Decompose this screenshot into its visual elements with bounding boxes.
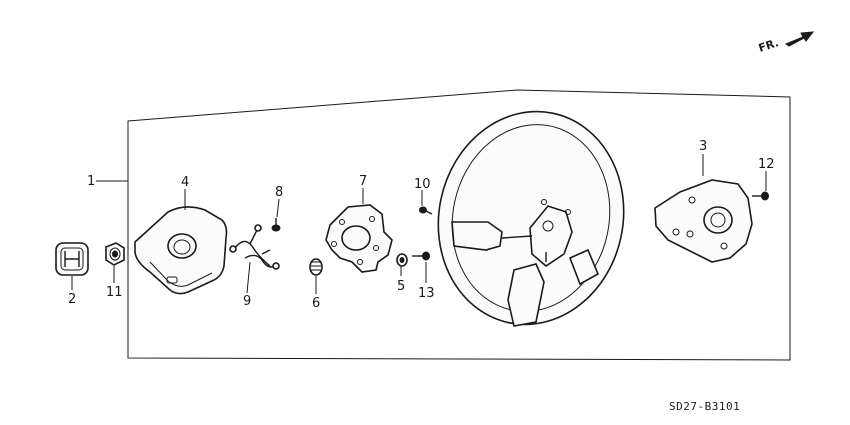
callout-8: 8 [275,185,283,200]
part-7-horn-plate [325,204,393,273]
callout-1: 1 [87,174,95,189]
diagram-code: SD27-B3101 [669,400,740,413]
callout-9: 9 [243,294,251,309]
callout-7: 7 [359,174,367,189]
callout-12: 12 [758,157,775,172]
callout-10: 10 [414,177,431,192]
part-5-washer [396,253,408,267]
part-4-horn-pad [134,206,228,295]
callout-labels: 1 2 3 4 5 6 7 8 9 10 11 12 13 [68,139,775,311]
part-2-emblem [55,242,89,276]
part-12-bolt [752,191,769,201]
callout-6: 6 [312,296,320,311]
callout-2: 2 [68,292,76,307]
part-9-horn-wire [229,224,280,270]
part-10-screw [419,206,433,215]
part-11-nut [105,242,125,266]
front-direction-indicator: FR. [757,31,815,55]
callout-13: 13 [418,286,435,301]
callout-5: 5 [397,279,405,294]
front-arrow-icon [784,31,815,47]
front-direction-label: FR. [757,36,780,55]
part-3-lower-cover [654,179,753,263]
assembly-boundary [127,89,791,361]
callout-3: 3 [699,139,707,154]
leader-lines [71,154,767,294]
steering-wheel [437,110,625,327]
part-6-spring [309,258,323,276]
part-13-screw [412,251,430,261]
part-8-screw [271,218,281,232]
callout-4: 4 [181,175,189,190]
callout-11: 11 [106,285,123,300]
